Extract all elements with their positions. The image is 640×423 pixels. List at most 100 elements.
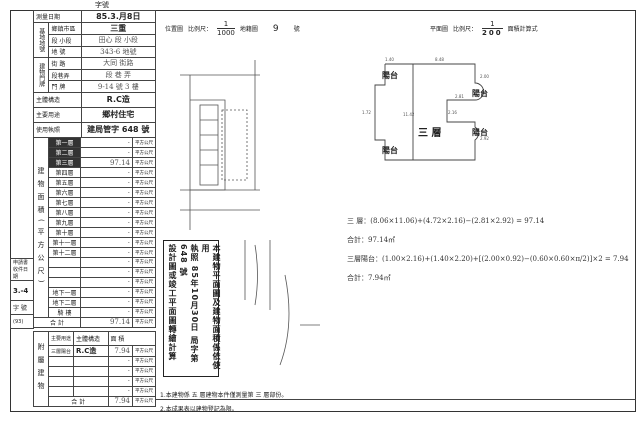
unit: 平方公尺: [132, 247, 156, 258]
label: 面 積: [107, 331, 156, 346]
annex-structure: [73, 375, 109, 387]
lot: 343-6 地號: [80, 45, 157, 59]
section: 田心 段 小段: [80, 34, 157, 47]
floor-row: 第十一層·平方公尺: [34, 237, 156, 248]
floor-value: ·: [80, 207, 133, 218]
balcony-label: 陽台: [472, 127, 488, 137]
unit: 平方公尺: [132, 345, 156, 357]
unit: 平方公尺: [132, 187, 156, 198]
unit: 平方公尺: [132, 257, 156, 268]
unit: 平方公尺: [132, 306, 156, 318]
label: 附屬建物: [33, 331, 49, 407]
floor-name: 第二層: [48, 147, 81, 158]
floor-row: ·平方公尺: [34, 276, 156, 288]
annex-structure: R.C造: [73, 345, 109, 357]
stamp-line: 設計圖或竣工平面圖轉繪計算: [168, 244, 177, 361]
district: 三重: [80, 22, 157, 35]
unit: 平方公尺: [132, 177, 156, 188]
floor-name: 第十一層: [48, 237, 81, 248]
dim: 2.16: [448, 110, 457, 115]
unit: 平方公尺: [132, 385, 156, 397]
structure: R.C造: [80, 91, 157, 108]
label: 段 小段: [48, 34, 82, 47]
scale-den: 200: [482, 28, 503, 37]
unit: 平方公尺: [132, 137, 156, 148]
annex-use: [47, 356, 75, 367]
label: 位置圖: [165, 26, 184, 33]
dim: 11.42: [403, 112, 415, 117]
annex-row: ·平方公尺: [34, 375, 156, 387]
usage: 鄉村住宅: [80, 106, 157, 123]
unit: 平方公尺: [132, 395, 156, 407]
annex-value: 7.94: [107, 345, 133, 357]
balcony-label: 陽台: [382, 70, 398, 80]
application-box: 申請書收件日期 3.-4 字 號 (93): [10, 258, 34, 329]
annex-structure: [73, 365, 109, 377]
floor-row: 第四層·平方公尺: [34, 167, 156, 178]
floor-label: 三 層: [418, 127, 441, 139]
floor-value: ·: [80, 197, 133, 208]
dim: 1.72: [362, 110, 371, 115]
floor-value: ·: [80, 227, 133, 238]
label: 比例尺：: [188, 26, 213, 33]
floor-name: 合 計: [33, 316, 81, 328]
floor-row: 第五層·平方公尺: [34, 177, 156, 188]
floor-name: 第五層: [48, 177, 81, 188]
floor-value: ·: [80, 217, 133, 228]
unit: 平方公尺: [132, 296, 156, 308]
label: 地籍圖: [239, 26, 258, 33]
top-mark: 字號: [95, 1, 109, 9]
label: 建物面積(平方公尺): [33, 137, 49, 318]
floor-row: 建物面積(平方公尺)第一層·平方公尺: [33, 137, 156, 318]
unit: 平方公尺: [132, 147, 156, 158]
floor-name: 第十層: [48, 227, 81, 238]
label: 街 路: [48, 57, 82, 70]
scale-num: 1: [223, 20, 229, 28]
label: 字 號: [10, 300, 34, 315]
unit: 平方公尺: [132, 276, 156, 288]
apply-date: 3.-4: [10, 280, 34, 301]
balcony-label: 陽台: [472, 88, 488, 98]
map-number: 9: [272, 23, 279, 34]
floor-row: 第十層·平方公尺: [34, 227, 156, 238]
label: 鄉鎮市區: [48, 22, 82, 35]
dim: 8.48: [435, 57, 444, 62]
area-formulas: 三 層：(8.06×11.06)+(4.72×2.16)−(2.81×2.92)…: [347, 212, 629, 288]
floor-name: 第一層: [48, 137, 81, 148]
label: 號: [293, 26, 300, 33]
label: 申請書收件日期: [10, 258, 34, 281]
label: 使用執照: [33, 121, 82, 138]
unit: 平方公尺: [132, 356, 156, 367]
label: 地 號: [48, 45, 82, 59]
label: 建物門牌: [32, 57, 50, 93]
permit: 建局管字 648 號: [80, 121, 157, 138]
annex-row: ·平方公尺: [34, 356, 156, 367]
label: 主體構造: [33, 91, 82, 108]
label: 面積計算式: [507, 26, 538, 33]
floor-row: 第八層·平方公尺: [34, 207, 156, 218]
lane: 段 巷 弄: [80, 68, 157, 82]
label: 門 牌: [48, 80, 82, 93]
floor-plan-drawing: 8.48 1.40 1.72 11.42 2.16 2.00 2.81 2.92…: [362, 57, 489, 161]
unit: 平方公尺: [132, 365, 156, 377]
annex-structure: [73, 385, 109, 397]
floor-value: 97.14: [80, 157, 133, 168]
formula: 合計：97.14㎡: [347, 236, 396, 244]
source-stamp: 本建物平面圖及建物面積係依使用 執照 85年10月30日 局字第 648 號 設…: [163, 240, 221, 377]
floor-value: ·: [80, 137, 133, 148]
floor-name: 第四層: [48, 167, 81, 178]
stamp-line: 執照 85年10月30日 局字第 648 號: [179, 244, 199, 363]
formula: 三 層：(8.06×11.06)+(4.72×2.16)−(2.81×2.92)…: [347, 217, 545, 225]
unit: 平方公尺: [132, 197, 156, 208]
floor-name: 地下一層: [48, 286, 81, 298]
floor-value: ·: [80, 247, 133, 258]
annex-use: [47, 385, 75, 397]
unit: 平方公尺: [132, 207, 156, 218]
floor-row: 第十二層·平方公尺: [34, 247, 156, 258]
site-plan-drawing: [180, 60, 260, 230]
label: 合 計: [48, 395, 109, 407]
